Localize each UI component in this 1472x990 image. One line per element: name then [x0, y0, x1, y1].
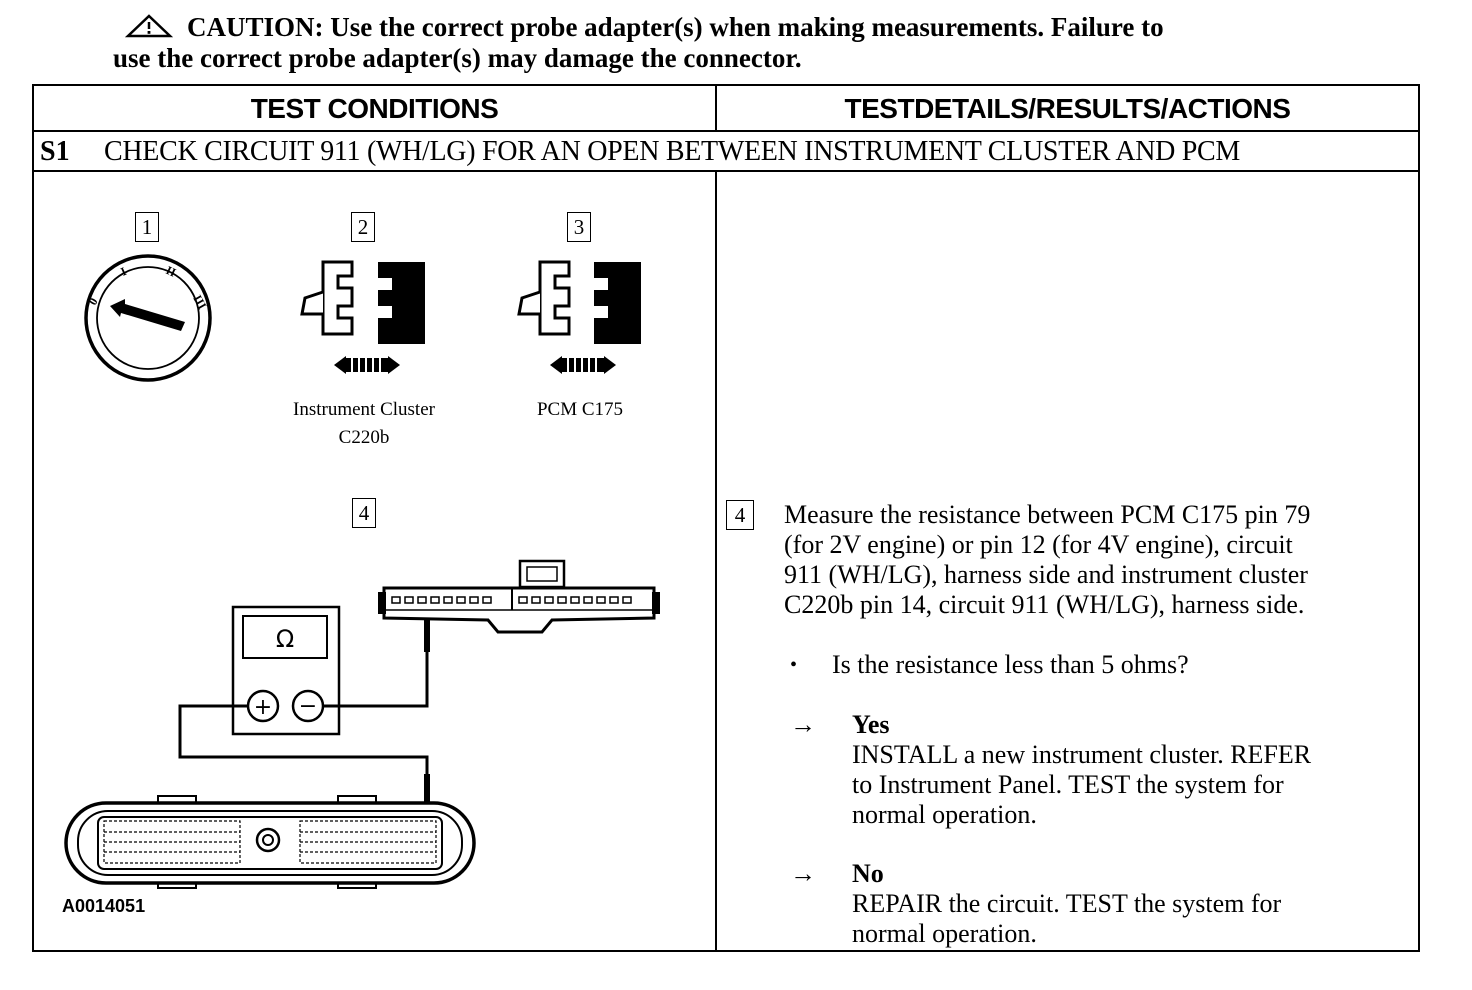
header-test-conditions: TEST CONDITIONS [250, 93, 499, 124]
yes-label: Yes [852, 710, 890, 739]
no-line-1: REPAIR the circuit. TEST the system for [852, 889, 1282, 918]
yes-action: INSTALL a new instrument cluster. REFER … [852, 740, 1412, 830]
no-action: REPAIR the circuit. TEST the system for … [852, 889, 1412, 949]
meter-plus-sign: + [254, 695, 272, 720]
connector-c220b-label-line2: C220b [338, 427, 390, 448]
step-number-1: 1 [135, 212, 159, 242]
figure-id: A0014051 [62, 896, 146, 916]
ignition-pos-1: I [118, 264, 128, 279]
caution-text-2: use the correct probe adapter(s) may dam… [113, 43, 802, 73]
step-number-3: 3 [567, 212, 591, 242]
step-number-2: 2 [351, 212, 375, 242]
no-label: No [852, 859, 884, 888]
ignition-pos-3: III [190, 293, 209, 312]
ignition-switch-icon: 0 I II III [84, 254, 212, 382]
no-arrow-icon: → [790, 859, 816, 888]
header-divider [715, 86, 717, 130]
caution-note: CAUTION: Use the correct probe adapter(s… [113, 12, 1413, 74]
question-text: Is the resistance less than 5 ohms? [832, 650, 1189, 679]
test-leads [178, 640, 429, 775]
multimeter-icon: Ω + − [231, 605, 341, 736]
pcm-connector-c175-icon [378, 559, 660, 634]
connector-c220b-label-line1: Instrument Cluster [293, 399, 435, 420]
caution-line-1: CAUTION: Use the correct probe adapter(s… [113, 12, 1413, 43]
connector-c220b-label: Instrument Cluster C220b [264, 396, 464, 452]
warning-triangle-icon [125, 14, 173, 38]
question-bullet: • [790, 654, 798, 676]
step-title: CHECK CIRCUIT 911 (WH/LG) FOR AN OPEN BE… [104, 136, 1241, 167]
connector-c175-icon [517, 260, 641, 374]
body-divider [715, 172, 717, 950]
yes-arrow-icon: → [790, 710, 816, 739]
step-id: S1 [40, 136, 70, 167]
caution-label: CAUTION: [187, 12, 324, 42]
caution-text-1: Use the correct probe adapter(s) when ma… [330, 12, 1164, 42]
connector-c220b-icon [300, 260, 425, 374]
yes-line-1: INSTALL a new instrument cluster. REFER [852, 740, 1312, 769]
measure-line-4: C220b pin 14, circuit 911 (WH/LG), harne… [784, 590, 1305, 619]
no-line-2: normal operation. [852, 919, 1037, 948]
probe-c220b [424, 774, 430, 804]
header-test-details: TESTDETAILS/RESULTS/ACTIONS [844, 93, 1291, 124]
measure-line-3: 911 (WH/LG), harness side and instrument… [784, 560, 1308, 589]
table-header-row: TEST CONDITIONS TESTDETAILS/RESULTS/ACTI… [34, 86, 1418, 132]
connector-c175-label: PCM C175 [536, 399, 624, 420]
cluster-connector-c220b-icon [64, 795, 476, 889]
yes-line-3: normal operation. [852, 800, 1037, 829]
measure-instruction: Measure the resistance between PCM C175 … [784, 500, 1414, 620]
yes-line-2: to Instrument Panel. TEST the system for [852, 770, 1284, 799]
probe-c175 [424, 618, 430, 652]
meter-ohm-symbol: Ω [276, 625, 294, 653]
meter-minus-sign: − [299, 694, 317, 719]
step-number-4: 4 [352, 498, 376, 528]
measure-line-2: (for 2V engine) or pin 12 (for 4V engine… [784, 530, 1293, 559]
measure-line-1: Measure the resistance between PCM C175 … [784, 500, 1311, 529]
step-row: S1 CHECK CIRCUIT 911 (WH/LG) FOR AN OPEN… [34, 132, 1418, 172]
procedure-table: TEST CONDITIONS TESTDETAILS/RESULTS/ACTI… [32, 84, 1420, 952]
details-step-number: 4 [726, 500, 754, 530]
